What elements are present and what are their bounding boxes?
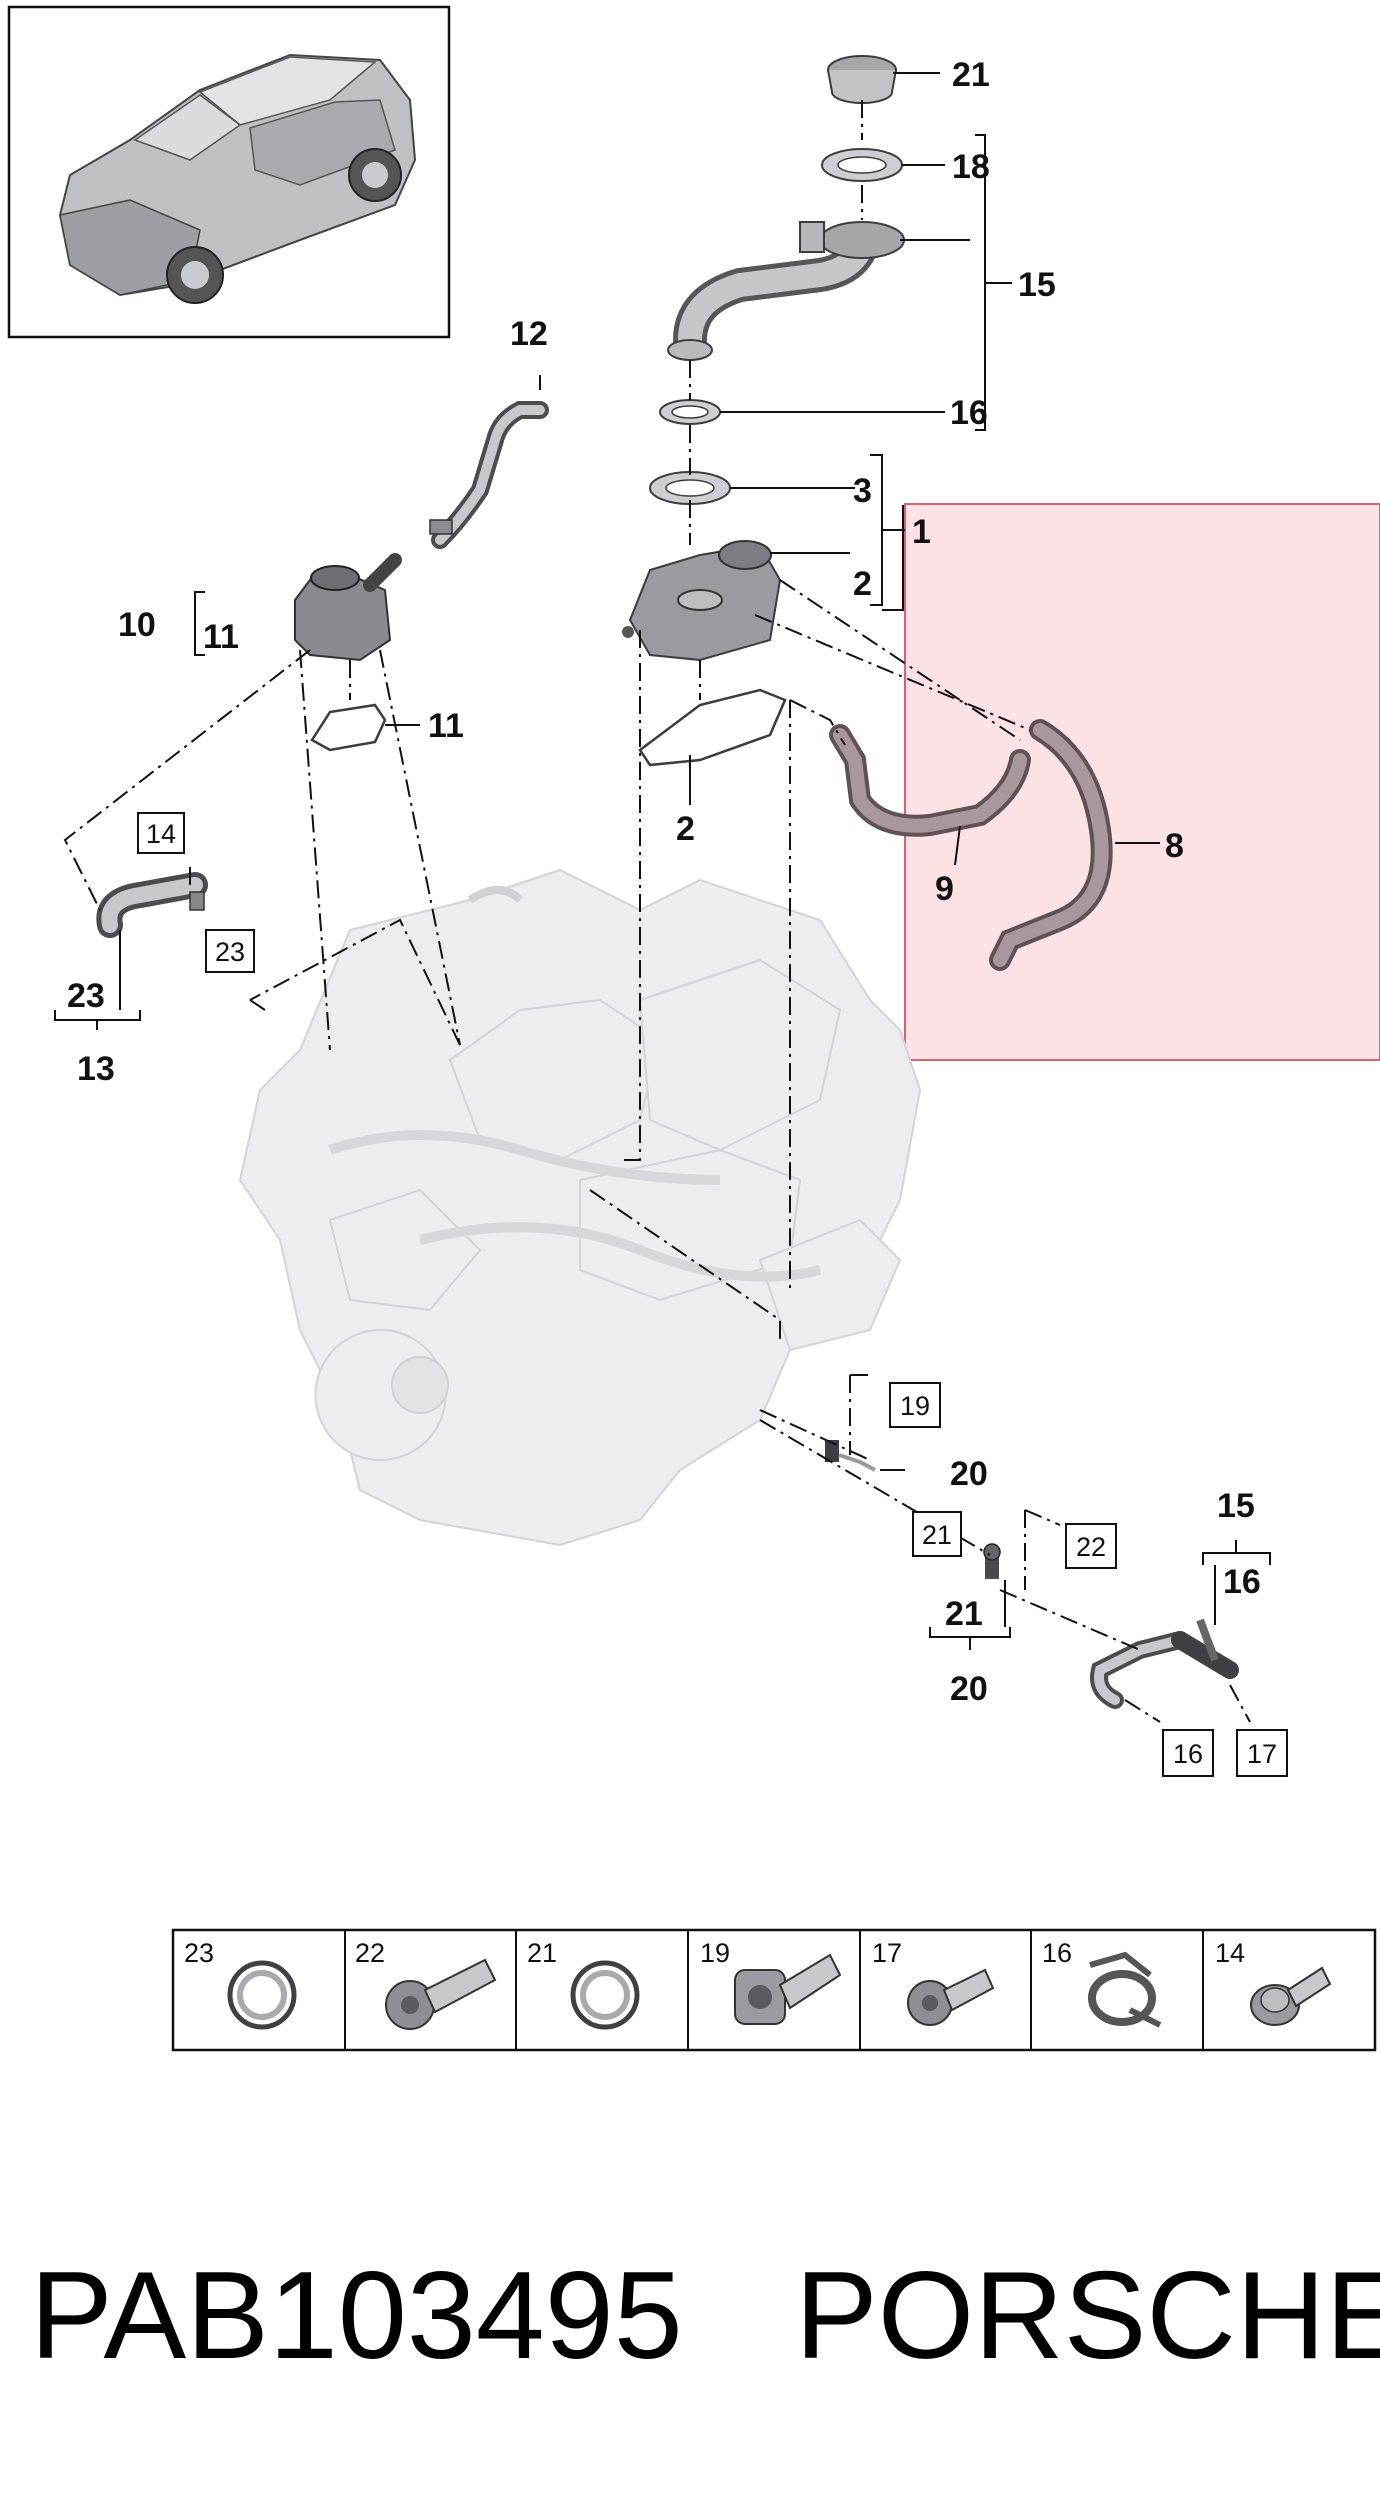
flange-bolt-icon	[1250, 1966, 1332, 2026]
vent-hose-12	[429, 401, 549, 549]
oil-filler-neck	[667, 221, 905, 361]
gasket-left	[310, 703, 387, 752]
tray-cell-22: 22	[355, 1938, 497, 2030]
tray-cell-14: 14	[1215, 1938, 1332, 2026]
callout-9: 9	[935, 870, 954, 908]
callout-13: 13	[77, 1050, 115, 1088]
tray-cell-21: 21	[527, 1938, 640, 2030]
callout-20: 20	[950, 1670, 988, 1708]
boxed-ref-23: 23	[205, 929, 255, 973]
callout-18: 20	[950, 1455, 988, 1493]
callout-23: 23	[67, 977, 105, 1015]
seal-ring	[821, 148, 903, 182]
callout-1: 1	[912, 513, 931, 551]
sensor-18	[825, 1440, 876, 1472]
svg-text:14: 14	[1215, 1938, 1245, 1968]
callout-11-separator: 11	[203, 618, 239, 656]
torx-bolt-icon	[734, 1953, 842, 2025]
hose-clamp-icon	[1088, 1951, 1162, 2028]
svg-text:16: 16	[1042, 1938, 1072, 1968]
svg-text:17: 17	[1247, 1739, 1277, 1769]
callout-5: 16	[950, 394, 988, 432]
bolt-icon	[385, 1958, 497, 2030]
oil-separator-left	[294, 553, 402, 662]
callout-21: 21	[945, 1595, 983, 1633]
callout-2-gasket: 2	[676, 810, 695, 848]
hose-assembly-15	[1090, 1618, 1239, 1709]
boxed-ref-21: 21	[912, 1511, 962, 1557]
svg-text:16: 16	[1173, 1739, 1203, 1769]
seal-ring-3	[649, 471, 731, 505]
oil-separator	[622, 540, 782, 662]
callouts: 21 18 15 16 3 1 2 2 8 9 12 10 11 11 23 1…	[67, 56, 1261, 1708]
callout-7: 21	[952, 56, 990, 94]
boxed-refs: 14 23 19 21 22 16 17	[137, 812, 1288, 1777]
svg-text:23: 23	[184, 1938, 214, 1968]
highlight-region	[904, 503, 1380, 1061]
callout-6: 18	[952, 148, 990, 186]
bolt-icon	[907, 1968, 995, 2026]
brand-name: PORSCHE	[795, 2247, 1380, 2385]
callout-3: 3	[853, 472, 872, 510]
tray-cell-16: 16	[1042, 1938, 1162, 2028]
part-number: PAB103495	[30, 2247, 683, 2385]
engine-block	[238, 868, 922, 1547]
svg-text:21: 21	[922, 1520, 952, 1550]
oil-filler-cap	[827, 55, 897, 104]
boxed-ref-14: 14	[137, 812, 185, 854]
svg-text:22: 22	[1076, 1532, 1106, 1562]
svg-text:19: 19	[900, 1391, 930, 1421]
dashed-lines	[63, 100, 1251, 1723]
boxed-ref-17: 17	[1236, 1729, 1288, 1777]
tray-cell-19: 19	[700, 1938, 842, 2025]
callout-11-gasket: 11	[428, 707, 464, 745]
svg-text:14: 14	[146, 819, 176, 849]
callout-4: 15	[1018, 266, 1056, 304]
leader-lines	[54, 72, 1271, 1650]
vent-hose-13	[96, 872, 208, 938]
svg-text:19: 19	[700, 1938, 730, 1968]
tray-cell-23: 23	[184, 1938, 297, 2030]
seal-ring-lower	[659, 399, 721, 425]
o-ring-icon	[227, 1960, 297, 2030]
callout-10: 10	[118, 606, 156, 644]
vent-hose-8	[989, 719, 1113, 971]
svg-text:17: 17	[872, 1938, 902, 1968]
callout-15: 15	[1217, 1487, 1255, 1525]
vehicle-thumbnail	[7, 5, 451, 339]
suv-icon	[58, 53, 417, 304]
boxed-ref-16: 16	[1162, 1729, 1214, 1777]
boxed-ref-19: 19	[889, 1382, 941, 1428]
callout-2-separator: 2	[853, 565, 872, 603]
gasket-right	[638, 688, 787, 767]
svg-text:21: 21	[527, 1938, 557, 1968]
svg-text:22: 22	[355, 1938, 385, 1968]
o-ring-icon	[570, 1960, 640, 2030]
parts-tray: 23 22 21 19	[171, 1928, 1377, 2052]
vent-hose-9	[829, 724, 1031, 837]
svg-text:23: 23	[215, 937, 245, 967]
callout-12: 12	[510, 315, 548, 353]
callout-8: 8	[1165, 827, 1184, 865]
callout-16: 16	[1223, 1563, 1261, 1601]
boxed-ref-22: 22	[1065, 1523, 1117, 1569]
tray-cell-17: 17	[872, 1938, 995, 2026]
fitting-20	[983, 1543, 1001, 1579]
